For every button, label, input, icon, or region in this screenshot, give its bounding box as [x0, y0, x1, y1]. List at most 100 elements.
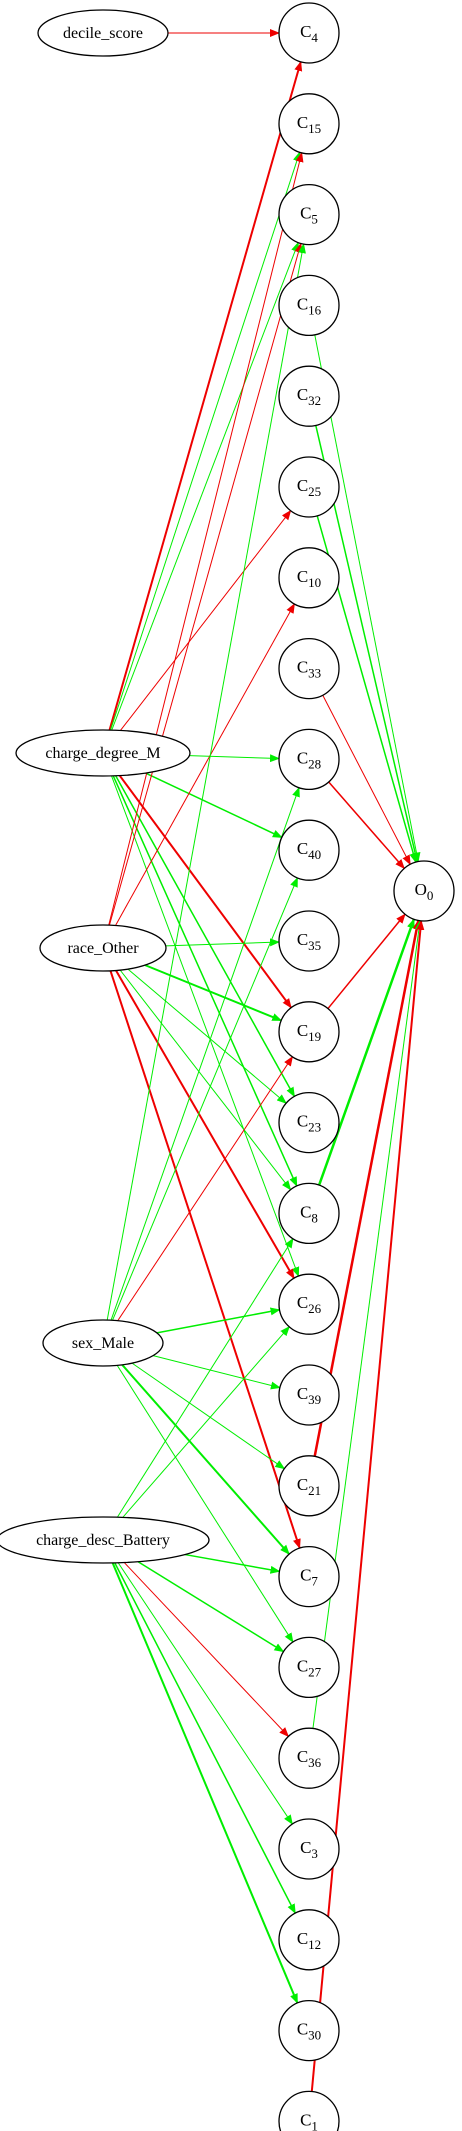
edge-race_Other-to-C23	[127, 968, 287, 1104]
hidden-node-label: C36	[297, 1747, 322, 1770]
edge-sex_Male-to-C39	[152, 1355, 281, 1390]
edge-charge_degree_M-to-C28	[189, 754, 281, 763]
hidden-node-label: C35	[297, 930, 321, 953]
hidden-node-label: C7	[300, 1566, 318, 1589]
hidden-node-shape	[278, 1001, 340, 1063]
hidden-node-C16: C16	[278, 274, 340, 337]
hidden-node-shape	[278, 1545, 340, 1608]
hidden-node-label: C26	[297, 1293, 322, 1316]
hidden-node-shape	[278, 2090, 340, 2131]
input-node-label: sex_Male	[72, 1335, 134, 1352]
edge-charge_degree_M-to-C25	[120, 509, 292, 731]
edge-C16-to-O0	[314, 334, 421, 863]
hidden-node-label: C33	[297, 658, 321, 681]
hidden-node-label: C16	[297, 294, 322, 317]
edge-race_Other-to-C5	[108, 242, 303, 926]
edge-C28-to-O0	[328, 781, 405, 870]
input-node-shape	[37, 9, 169, 57]
hidden-node-C21: C21	[278, 1455, 340, 1517]
edge-charge_degree_M-to-C19	[118, 774, 292, 1009]
hidden-node-shape	[278, 1818, 340, 1880]
hidden-node-label: C8	[300, 1202, 318, 1225]
hidden-node-shape	[278, 93, 340, 155]
hidden-node-shape	[278, 1999, 340, 2062]
input-node-decile_score: decile_score	[37, 9, 169, 57]
input-node-sex_Male: sex_Male	[42, 1319, 164, 1367]
hidden-node-C12: C12	[278, 1909, 340, 1971]
hidden-node-shape	[278, 183, 340, 246]
hidden-node-C8: C8	[278, 1182, 340, 1245]
edge-C19-to-O0	[327, 913, 406, 1010]
input-node-race_Other: race_Other	[39, 924, 167, 972]
hidden-node-C39: C39	[278, 1364, 340, 1426]
hidden-node-shape	[278, 910, 340, 972]
hidden-node-shape	[278, 274, 340, 337]
hidden-node-label: C40	[297, 839, 321, 862]
edge-C33-to-O0	[322, 695, 411, 866]
edge-charge_desc_Battery-to-C8	[116, 1237, 294, 1518]
edge-sex_Male-to-C19	[117, 1055, 293, 1321]
hidden-node-label: C28	[297, 748, 321, 771]
hidden-node-C25: C25	[278, 456, 340, 518]
output-node-O0: O0	[393, 860, 455, 922]
hidden-node-shape	[278, 1182, 340, 1245]
edge-charge_desc_Battery-to-C3	[117, 1562, 293, 1825]
hidden-node-shape	[278, 1364, 340, 1426]
hidden-node-C30: C30	[278, 1999, 340, 2062]
hidden-node-C33: C33	[278, 637, 340, 700]
edge-race_Other-to-C8	[119, 969, 292, 1191]
hidden-node-C10: C10	[278, 547, 340, 609]
hidden-node-shape	[278, 2, 340, 64]
hidden-node-C15: C15	[278, 93, 340, 155]
hidden-node-label: C3	[300, 1838, 318, 1861]
input-node-charge_degree_M: charge_degree_M	[15, 729, 191, 777]
input-node-shape	[39, 924, 167, 972]
edge-charge_desc_Battery-to-C36	[123, 1562, 290, 1738]
input-node-label: charge_desc_Battery	[36, 1532, 170, 1549]
edge-race_Other-to-C35	[165, 938, 281, 947]
hidden-node-shape	[278, 819, 340, 881]
hidden-node-label: C1	[300, 2110, 318, 2131]
hidden-node-shape	[278, 365, 340, 427]
hidden-node-shape	[278, 637, 340, 700]
input-node-label: charge_degree_M	[45, 745, 160, 762]
edge-charge_desc_Battery-to-C30	[111, 1562, 299, 2004]
input-node-shape	[42, 1319, 164, 1367]
hidden-node-C4: C4	[278, 2, 340, 64]
edge-race_Other-to-C15	[108, 151, 304, 926]
edge-race_Other-to-C7	[109, 970, 301, 1550]
hidden-node-label: C5	[300, 204, 318, 227]
edge-sex_Male-to-C5	[106, 243, 306, 1321]
hidden-node-label: C25	[297, 476, 321, 499]
hidden-node-label: C27	[297, 1656, 322, 1679]
edge-sex_Male-to-C27	[116, 1365, 294, 1643]
input-node-label: decile_score	[63, 25, 143, 42]
hidden-node-label: C4	[300, 22, 318, 45]
input-node-shape	[15, 729, 191, 777]
hidden-node-label: C30	[297, 2020, 321, 2043]
edge-sex_Male-to-C28	[110, 786, 300, 1321]
hidden-node-C36: C36	[278, 1727, 340, 1789]
edge-C1-to-O0	[310, 919, 425, 2092]
hidden-node-C32: C32	[278, 365, 340, 427]
hidden-node-C28: C28	[278, 728, 340, 791]
hidden-node-C23: C23	[278, 1091, 340, 1154]
edge-charge_degree_M-to-C26	[111, 775, 300, 1278]
hidden-node-shape	[278, 1727, 340, 1789]
edge-charge_desc_Battery-to-C12	[114, 1562, 296, 1915]
hidden-node-C19: C19	[278, 1001, 340, 1063]
hidden-node-C27: C27	[278, 1636, 340, 1699]
hidden-node-label: C15	[297, 113, 321, 136]
edge-sex_Male-to-C7	[121, 1364, 290, 1555]
hidden-node-shape	[278, 1273, 340, 1335]
hidden-node-shape	[278, 547, 340, 609]
edge-charge_degree_M-to-C15	[110, 151, 301, 731]
hidden-node-shape	[278, 1909, 340, 1971]
edge-C21-to-O0	[313, 919, 421, 1457]
hidden-node-shape	[278, 728, 340, 791]
hidden-node-C40: C40	[278, 819, 340, 881]
hidden-node-label: C19	[297, 1021, 321, 1044]
hidden-node-C3: C3	[278, 1818, 340, 1880]
